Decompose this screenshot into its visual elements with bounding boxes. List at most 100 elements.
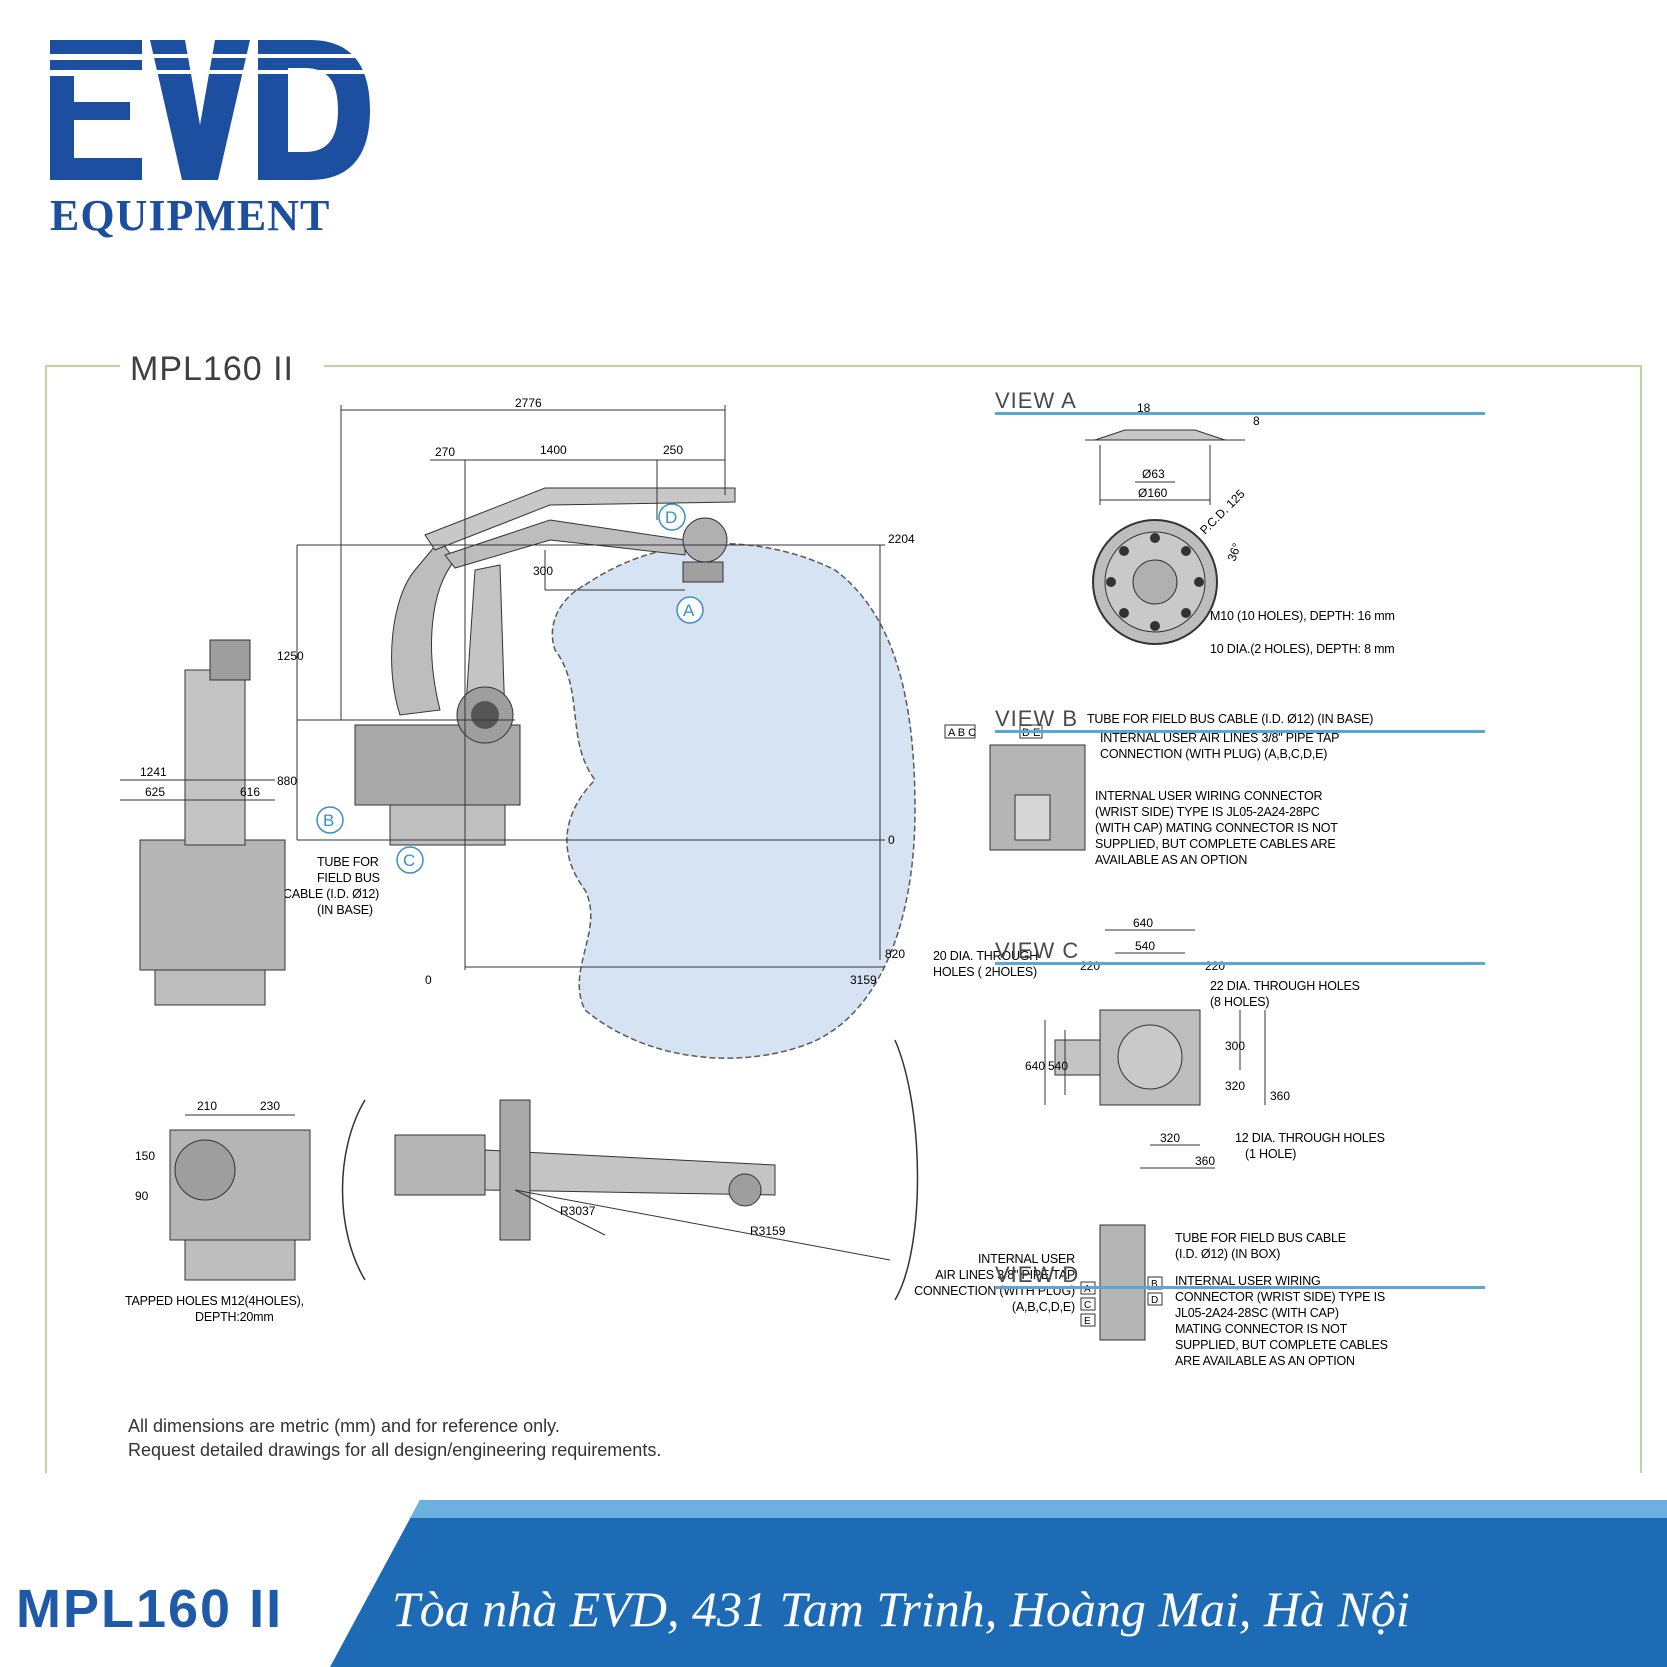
dim-3159: 3159 xyxy=(850,973,877,987)
svg-text:CONNECTION (WITH PLUG) (A,B,C,: CONNECTION (WITH PLUG) (A,B,C,D,E) xyxy=(1100,747,1327,761)
svg-text:ARE AVAILABLE AS AN OPTION: ARE AVAILABLE AS AN OPTION xyxy=(1175,1354,1355,1368)
view-d-rule xyxy=(995,1286,1485,1289)
work-envelope xyxy=(551,542,916,1059)
svg-text:JL05-2A24-28SC (WITH CAP): JL05-2A24-28SC (WITH CAP) xyxy=(1175,1306,1339,1320)
dim-150: 150 xyxy=(135,1149,155,1163)
view-c-notes: 20 DIA. THROUGH HOLES ( 2HOLES) 22 DIA. … xyxy=(933,949,1385,1161)
view-a-dim-63: Ø63 xyxy=(1142,467,1165,481)
view-d-right-notes: TUBE FOR FIELD BUS CABLE (I.D. Ø12) (IN … xyxy=(1175,1231,1388,1368)
svg-text:INTERNAL USER: INTERNAL USER xyxy=(978,1252,1075,1266)
frame-title: MPL160 II xyxy=(120,350,324,389)
view-c-dim-540-top: 540 xyxy=(1135,939,1155,953)
view-c-dim-320-right: 320 xyxy=(1225,1079,1245,1093)
dim-r3037: R3037 xyxy=(560,1204,596,1218)
view-d-port-e: E xyxy=(1084,1316,1091,1327)
svg-text:AIR LINES 3/8" PIPE TAP: AIR LINES 3/8" PIPE TAP xyxy=(935,1268,1075,1282)
svg-text:CABLE (I.D. Ø12): CABLE (I.D. Ø12) xyxy=(283,887,379,901)
rear-view: 210 230 150 90 TAPPED HOLES M12(4HOLES),… xyxy=(125,1099,311,1324)
svg-text:20 DIA. THROUGH: 20 DIA. THROUGH xyxy=(933,949,1038,963)
view-d-port-a: A xyxy=(1084,1284,1091,1295)
view-a-dim-18: 18 xyxy=(1137,401,1151,415)
dim-90: 90 xyxy=(135,1189,149,1203)
svg-text:(1 HOLE): (1 HOLE) xyxy=(1245,1147,1296,1161)
view-c-dim-300: 300 xyxy=(1225,1039,1245,1053)
view-a-title: VIEW A xyxy=(995,388,1077,413)
side-view: 1241 625 616 xyxy=(120,639,286,1006)
disclaimer: All dimensions are metric (mm) and for r… xyxy=(128,1416,662,1460)
callout-a: A xyxy=(683,601,695,620)
footer-band xyxy=(330,1500,1667,1667)
dim-880: 880 xyxy=(277,774,297,788)
view-a-note-1: M10 (10 HOLES), DEPTH: 16 mm xyxy=(1210,609,1395,623)
view-c-dim-640-left: 640 xyxy=(1025,1059,1045,1073)
view-b-notes: TUBE FOR FIELD BUS CABLE (I.D. Ø12) (IN … xyxy=(1087,712,1373,867)
svg-text:(WITH CAP) MATING CONNECTOR IS: (WITH CAP) MATING CONNECTOR IS NOT xyxy=(1095,821,1338,835)
logo-subtitle: EQUIPMENT xyxy=(50,191,331,240)
drawing-frame xyxy=(45,365,1642,1473)
svg-text:INTERNAL USER WIRING CONNECTOR: INTERNAL USER WIRING CONNECTOR xyxy=(1095,789,1323,803)
svg-text:TUBE FOR: TUBE FOR xyxy=(317,855,379,869)
dim-1241: 1241 xyxy=(140,765,167,779)
view-d-port-d: D xyxy=(1151,1295,1158,1306)
dim-0-bottom: 0 xyxy=(425,973,432,987)
view-c-rule xyxy=(995,962,1485,965)
callout-d: D xyxy=(665,508,677,527)
svg-text:SUPPLIED, BUT COMPLETE CABLES: SUPPLIED, BUT COMPLETE CABLES xyxy=(1175,1338,1388,1352)
view-b-rule xyxy=(995,730,1485,733)
view-c-dim-320-bottom: 320 xyxy=(1160,1131,1180,1145)
dim-210: 210 xyxy=(197,1099,217,1113)
svg-text:CONNECTOR (WRIST SIDE) TYPE IS: CONNECTOR (WRIST SIDE) TYPE IS xyxy=(1175,1290,1385,1304)
svg-text:(I.D. Ø12) (IN BOX): (I.D. Ø12) (IN BOX) xyxy=(1175,1247,1280,1261)
view-c-dim-360-right: 360 xyxy=(1270,1089,1290,1103)
svg-text:(A,B,C,D,E): (A,B,C,D,E) xyxy=(1012,1300,1075,1314)
view-d-port-c: C xyxy=(1084,1300,1091,1311)
view-b-title: VIEW B xyxy=(995,706,1079,731)
svg-text:HOLES ( 2HOLES): HOLES ( 2HOLES) xyxy=(933,965,1037,979)
dim-1250: 1250 xyxy=(277,649,304,663)
svg-text:12 DIA. THROUGH HOLES: 12 DIA. THROUGH HOLES xyxy=(1235,1131,1385,1145)
dim-0-right: 0 xyxy=(888,833,895,847)
callout-b: B xyxy=(323,811,334,830)
view-c-title: VIEW C xyxy=(995,938,1080,963)
svg-text:(WRIST SIDE) TYPE IS JL05-2A24: (WRIST SIDE) TYPE IS JL05-2A24-28PC xyxy=(1095,805,1320,819)
svg-text:TUBE FOR FIELD BUS CABLE: TUBE FOR FIELD BUS CABLE xyxy=(1175,1231,1346,1245)
svg-text:FIELD BUS: FIELD BUS xyxy=(317,871,380,885)
dim-1400: 1400 xyxy=(540,443,567,457)
view-b-ports-left: A B C xyxy=(948,727,976,739)
view-a-dim-8: 8 xyxy=(1253,414,1260,428)
view-d-drawing: A C E B D INTERNAL USER AIR LINES 3/8" P… xyxy=(914,1224,1388,1368)
view-c-dim-640-top: 640 xyxy=(1133,916,1153,930)
footer-address: Tòa nhà EVD, 431 Tam Trinh, Hoàng Mai, H… xyxy=(392,1581,1410,1637)
view-c-dim-360-bottom: 360 xyxy=(1195,1154,1215,1168)
view-d-port-b: B xyxy=(1151,1279,1158,1290)
dim-820: 820 xyxy=(885,947,905,961)
dim-230: 230 xyxy=(260,1099,280,1113)
footer-model: MPL160 II xyxy=(16,1579,284,1639)
svg-text:SUPPLIED, BUT COMPLETE CABLES: SUPPLIED, BUT COMPLETE CABLES ARE xyxy=(1095,837,1335,851)
dim-250: 250 xyxy=(663,443,683,457)
dim-270: 270 xyxy=(435,445,455,459)
svg-text:AVAILABLE AS AN OPTION: AVAILABLE AS AN OPTION xyxy=(1095,853,1247,867)
dim-300: 300 xyxy=(533,564,553,578)
view-c-drawing: 640 540 220 220 640 540 300 320 360 320 … xyxy=(933,916,1385,1169)
svg-text:(IN BASE): (IN BASE) xyxy=(317,903,373,917)
dim-616: 616 xyxy=(240,785,260,799)
evd-logo xyxy=(50,40,370,180)
dim-2204: 2204 xyxy=(888,532,915,546)
dim-2776: 2776 xyxy=(515,396,542,410)
technical-drawing: 2776 270 1400 250 300 1250 880 2204 0 82… xyxy=(120,396,1395,1368)
view-c-dim-540-left: 540 xyxy=(1048,1059,1068,1073)
svg-text:TUBE FOR FIELD BUS CABLE (I.D.: TUBE FOR FIELD BUS CABLE (I.D. Ø12) (IN … xyxy=(1087,712,1373,726)
tube-note: TUBE FOR FIELD BUS CABLE (I.D. Ø12) (IN … xyxy=(283,855,380,917)
svg-text:MATING CONNECTOR IS NOT: MATING CONNECTOR IS NOT xyxy=(1175,1322,1348,1336)
view-a-note-2: 10 DIA.(2 HOLES), DEPTH: 8 mm xyxy=(1210,642,1395,656)
view-a-drawing: 18 8 Ø63 Ø160 P.C.D. 125 36° M10 (10 HOL… xyxy=(1085,401,1395,656)
svg-text:22 DIA. THROUGH HOLES: 22 DIA. THROUGH HOLES xyxy=(1210,979,1360,993)
rear-note-2: DEPTH:20mm xyxy=(195,1310,274,1324)
svg-text:INTERNAL USER AIR LINES 3/8" P: INTERNAL USER AIR LINES 3/8" PIPE TAP xyxy=(1100,731,1339,745)
top-view: R3037 R3159 xyxy=(341,1039,919,1301)
dim-625: 625 xyxy=(145,785,165,799)
rear-note-1: TAPPED HOLES M12(4HOLES), xyxy=(125,1294,304,1308)
view-b-drawing: A B C D E TUBE FOR FIELD BUS CABLE (I.D.… xyxy=(944,712,1373,867)
dim-r3159: R3159 xyxy=(750,1224,786,1238)
